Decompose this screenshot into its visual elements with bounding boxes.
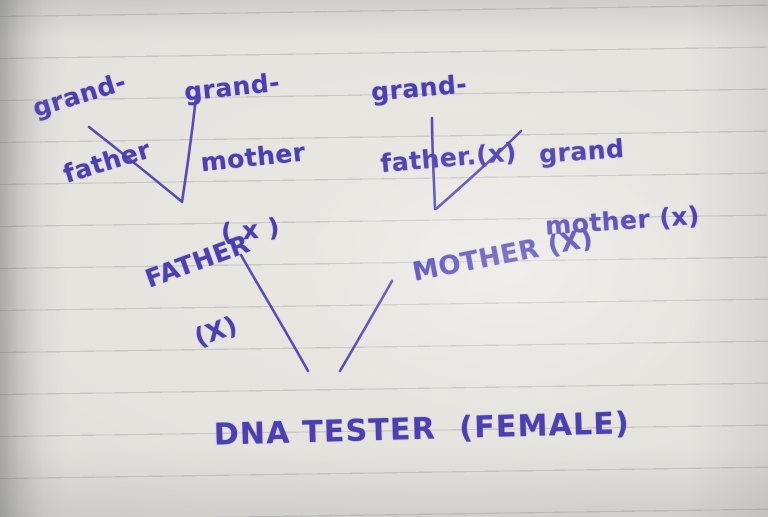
paternal-grandmother-line-2: mother	[199, 137, 307, 178]
paternal-grandmother-line-1: grand-	[182, 67, 282, 107]
node-maternal-grandfather: grand- father.(x)	[366, 21, 522, 224]
maternal-grandmother-line-1: grand	[538, 133, 626, 169]
dna-tester-label: DNA TESTER (FEMALE)	[213, 406, 631, 453]
photo-shadow-right	[688, 0, 768, 517]
paternal-grandfather-line-2: father	[59, 134, 155, 189]
maternal-grandfather-line-1: grand-	[369, 69, 469, 107]
photo-shadow-left	[0, 0, 66, 517]
father-line-2: (x)	[190, 310, 242, 353]
photo-shadow-top	[0, 0, 768, 40]
mother-line-1: MOTHER (x)	[410, 223, 596, 288]
maternal-grandfather-line-2: father.(x)	[379, 137, 518, 179]
photo-shadow-bottom	[0, 447, 768, 517]
father-line-1: FATHER	[141, 229, 254, 294]
